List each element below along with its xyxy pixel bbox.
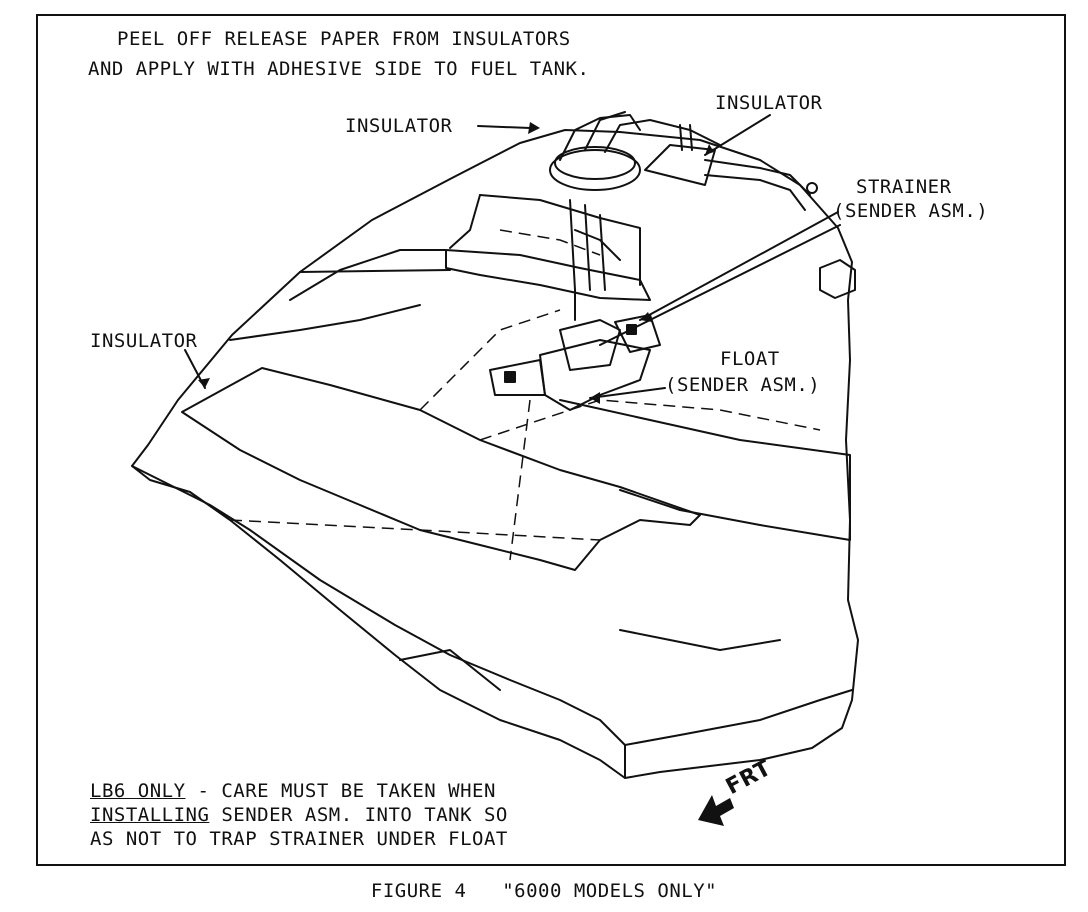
front-arrow-icon [698,795,734,826]
tank-outline [131,129,859,779]
insulator-pad-left [181,367,701,571]
insulator-pad-right [559,399,851,541]
label-insulator-top-right: INSULATOR [715,92,823,114]
note-line-3: AS NOT TO TRAP STRAINER UNDER FLOAT [90,828,508,850]
strainer [614,314,661,353]
label-float: FLOAT [720,348,780,370]
label-strainer: STRAINER [856,176,952,198]
note-underlined-word: INSTALLING [90,804,210,826]
label-insulator-left: INSULATOR [90,330,198,352]
note-line-1: LB6 ONLY - CARE MUST BE TAKEN WHEN [90,778,496,804]
label-float-sub: (SENDER ASM.) [665,374,821,396]
label-strainer-sub: (SENDER ASM.) [833,200,989,222]
sender-ring [549,149,641,191]
label-insulator-top-left: INSULATOR [345,115,453,137]
figure-frame [36,14,1066,866]
note-line-1-text: - CARE MUST BE TAKEN WHEN [185,780,496,802]
note-emphasis: LB6 ONLY [90,780,186,802]
insulator-pad-top-right [644,144,716,186]
note-line-2-text: SENDER ASM. INTO TANK SO [209,804,508,826]
note-line-2: INSTALLING SENDER ASM. INTO TANK SO [90,802,508,828]
instruction-line-2: AND APPLY WITH ADHESIVE SIDE TO FUEL TAN… [88,58,590,80]
instruction-line-1: PEEL OFF RELEASE PAPER FROM INSULATORS [117,28,571,50]
figure-caption: FIGURE 4 "6000 MODELS ONLY" [370,880,718,902]
insulator-pad-center [445,249,651,301]
